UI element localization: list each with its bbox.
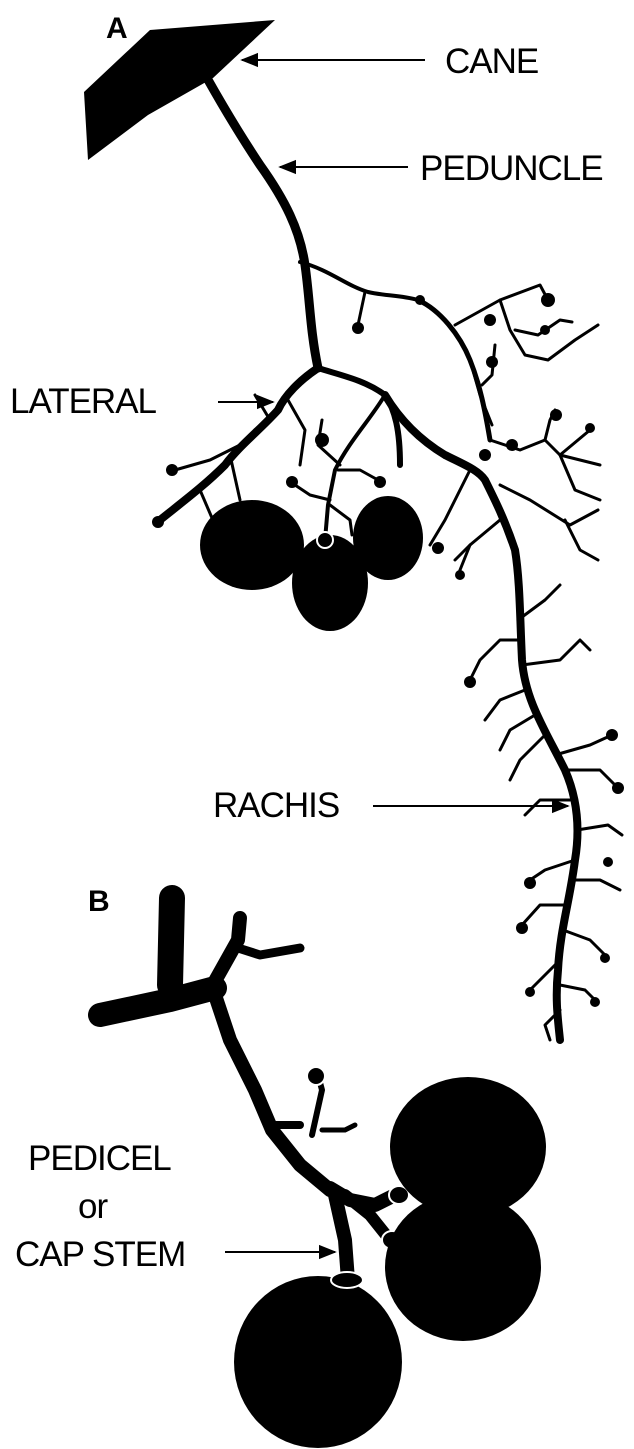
peduncle-stem xyxy=(207,78,425,368)
panel-b-label: B xyxy=(88,885,110,918)
label-peduncle: PEDUNCLE xyxy=(420,149,603,188)
rachis-stem xyxy=(385,285,624,1040)
label-pedicel-line1: PEDICEL xyxy=(28,1139,171,1178)
label-rachis: RACHIS xyxy=(213,786,339,825)
panel-b: B PEDICEL or CAP STEM xyxy=(15,885,546,1448)
berry xyxy=(353,496,423,580)
berry xyxy=(234,1276,402,1448)
callout-peduncle: PEDUNCLE xyxy=(280,149,603,188)
panel-a-label: A xyxy=(106,12,128,45)
berry xyxy=(385,1193,541,1341)
callout-cane: CANE xyxy=(242,42,538,81)
callout-lateral: LATERAL xyxy=(10,382,273,421)
berry xyxy=(200,500,304,590)
label-cane: CANE xyxy=(445,42,538,81)
callout-rachis: RACHIS xyxy=(213,786,568,825)
label-pedicel-line2: or xyxy=(78,1187,108,1226)
label-pedicel-line3: CAP STEM xyxy=(15,1235,185,1274)
label-lateral: LATERAL xyxy=(10,382,157,421)
pedicel-stem xyxy=(100,898,409,1280)
